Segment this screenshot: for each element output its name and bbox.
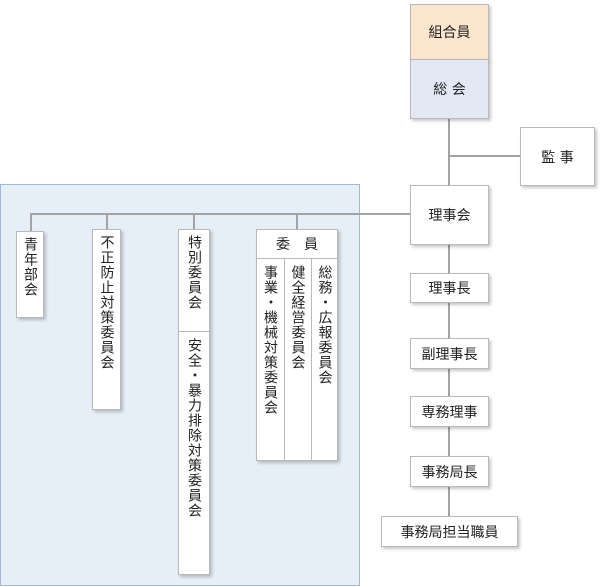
kumiaiin-label: 組合員 bbox=[428, 25, 471, 41]
tokubetsu-group bbox=[178, 229, 210, 575]
fukurijicho-label: 副理事長 bbox=[421, 346, 478, 363]
seinenbu-box: 青年部会 bbox=[16, 231, 44, 318]
trunk-line-top bbox=[448, 119, 450, 185]
iin-header-cell: 委 員 bbox=[256, 229, 338, 258]
anzen-cell: 安全・暴力排除対策委員会 bbox=[178, 332, 210, 575]
sokai-box: 総 会 bbox=[410, 59, 489, 119]
jigyo-cell: 事業・機械対策委員会 bbox=[256, 259, 284, 460]
iin-group bbox=[256, 229, 338, 461]
jimukyokucho-box: 事務局長 bbox=[410, 456, 489, 487]
rijicho-box: 理事長 bbox=[410, 273, 489, 303]
committee-bus-line bbox=[30, 213, 411, 215]
tokubetsu-divider bbox=[179, 331, 209, 332]
iin-col-divider-1 bbox=[284, 259, 285, 460]
kanji-box: 監 事 bbox=[520, 127, 595, 186]
kumiaiin-box: 組合員 bbox=[410, 4, 489, 60]
rijicho-label: 理事長 bbox=[428, 281, 471, 297]
rijikai-box: 理事会 bbox=[410, 185, 489, 245]
tokubetsu-label: 特別委員会 bbox=[186, 235, 202, 310]
rijikai-label: 理事会 bbox=[428, 208, 471, 224]
iin-label: 委 員 bbox=[276, 236, 318, 253]
kanji-branch-line bbox=[449, 155, 520, 157]
iin-divider bbox=[257, 258, 337, 259]
senmuriji-box: 専務理事 bbox=[410, 396, 489, 427]
iin-col-divider-2 bbox=[311, 259, 312, 460]
kenzen-cell: 健全経営委員会 bbox=[284, 259, 311, 460]
trunk-line-bottom bbox=[448, 245, 450, 517]
jigyo-label: 事業・機械対策委員会 bbox=[262, 265, 278, 415]
anzen-label: 安全・暴力排除対策委員会 bbox=[186, 338, 202, 518]
tanto-label: 事務局担当職員 bbox=[400, 524, 499, 541]
kanji-label: 監 事 bbox=[541, 149, 574, 166]
seinenbu-label: 青年部会 bbox=[22, 237, 38, 297]
somu-label: 総務・広報委員会 bbox=[316, 265, 333, 385]
drop-tokubetsu bbox=[193, 213, 195, 229]
kenzen-label: 健全経営委員会 bbox=[289, 265, 306, 370]
tanto-box: 事務局担当職員 bbox=[381, 516, 518, 547]
fukurijicho-box: 副理事長 bbox=[410, 338, 489, 369]
senmuriji-label: 専務理事 bbox=[421, 404, 478, 421]
tokubetsu-cell: 特別委員会 bbox=[178, 229, 210, 331]
drop-seinenbu bbox=[30, 213, 32, 231]
drop-iin bbox=[296, 213, 298, 229]
jimukyokucho-label: 事務局長 bbox=[421, 464, 478, 481]
sokai-label: 総 会 bbox=[433, 82, 466, 98]
fusei-label: 不正防止対策委員会 bbox=[98, 235, 115, 370]
fusei-box: 不正防止対策委員会 bbox=[92, 229, 121, 410]
drop-fusei bbox=[106, 213, 108, 229]
somu-cell: 総務・広報委員会 bbox=[311, 259, 338, 460]
